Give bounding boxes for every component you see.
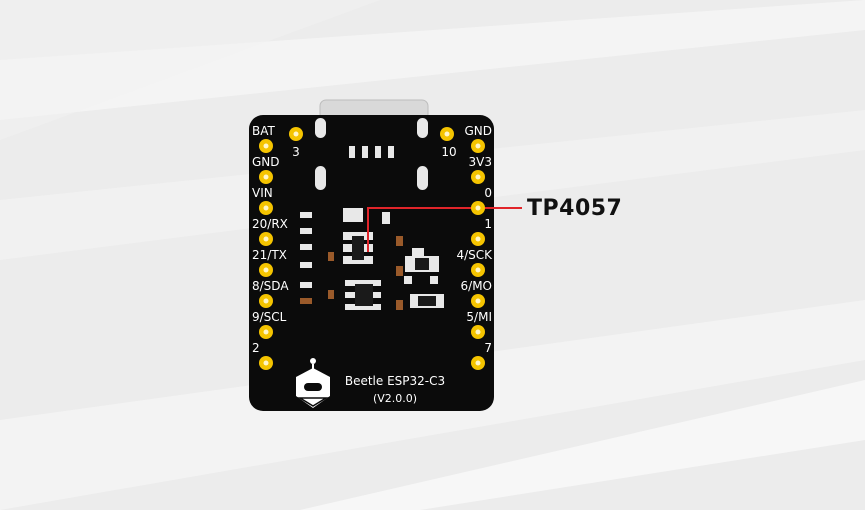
left-components: [300, 212, 334, 304]
pin-label-left: 8/SDA: [252, 279, 289, 293]
connector-pads: [349, 146, 394, 158]
pin-label-left: 20/RX: [252, 217, 288, 231]
pin-pad-left-hole: [263, 360, 269, 366]
pin-label-left: GND: [252, 155, 280, 169]
board-version: (V2.0.0): [372, 392, 418, 405]
pin-label-left: BAT: [252, 124, 275, 138]
pin-pad-left-hole: [263, 174, 269, 180]
pin-pad-right-hole: [475, 143, 481, 149]
pin-label-right: 6/MO: [460, 279, 492, 293]
pin-label-right: 1: [484, 217, 492, 231]
pin-pad-left-hole: [263, 267, 269, 273]
pin-pad-left-hole: [263, 329, 269, 335]
pin-pad-top-right-hole: [444, 131, 450, 137]
mounting-slot: [417, 118, 428, 138]
pin-label-left: 21/TX: [252, 248, 287, 262]
pin-pad-left-hole: [263, 143, 269, 149]
pin-label-top-right: 10: [441, 145, 457, 159]
right-components: [382, 212, 444, 310]
pin-label-right: 4/SCK: [456, 248, 492, 262]
pin-label-right: 0: [484, 186, 492, 200]
regulator-chip: [345, 280, 381, 310]
pin-label-left: 9/SCL: [252, 310, 287, 324]
pin-pad-left-hole: [263, 236, 269, 242]
pin-pad-right-hole: [475, 329, 481, 335]
pin-label-left: VIN: [252, 186, 273, 200]
pin-label-right: GND: [464, 124, 492, 138]
callout-line: [367, 207, 522, 252]
pin-pad-right-hole: [475, 267, 481, 273]
pin-pad-left-hole: [263, 298, 269, 304]
pin-pad-right-hole: [475, 205, 481, 211]
pin-pad-left-hole: [263, 205, 269, 211]
pin-pad-right-hole: [475, 236, 481, 242]
tp4057-chip: [343, 208, 373, 264]
tp4057-callout-label: TP4057: [527, 196, 623, 221]
pin-pad-right-hole: [475, 298, 481, 304]
pin-label-right: 3V3: [468, 155, 492, 169]
pin-label-left: 2: [252, 341, 260, 355]
pin-pads: [259, 127, 485, 370]
pin-pad-right-hole: [475, 360, 481, 366]
dfrobot-logo: [296, 358, 330, 408]
pin-label-right: 7: [484, 341, 492, 355]
pin-label-right: 5/MI: [466, 310, 492, 324]
mounting-slot: [315, 118, 326, 138]
board-name: Beetle ESP32-C3: [344, 374, 446, 388]
pin-label-top-left: 3: [292, 145, 300, 159]
pin-pad-top-left-hole: [293, 131, 299, 137]
mounting-slot: [315, 166, 326, 190]
pin-pad-right-hole: [475, 174, 481, 180]
mounting-slot: [417, 166, 428, 190]
